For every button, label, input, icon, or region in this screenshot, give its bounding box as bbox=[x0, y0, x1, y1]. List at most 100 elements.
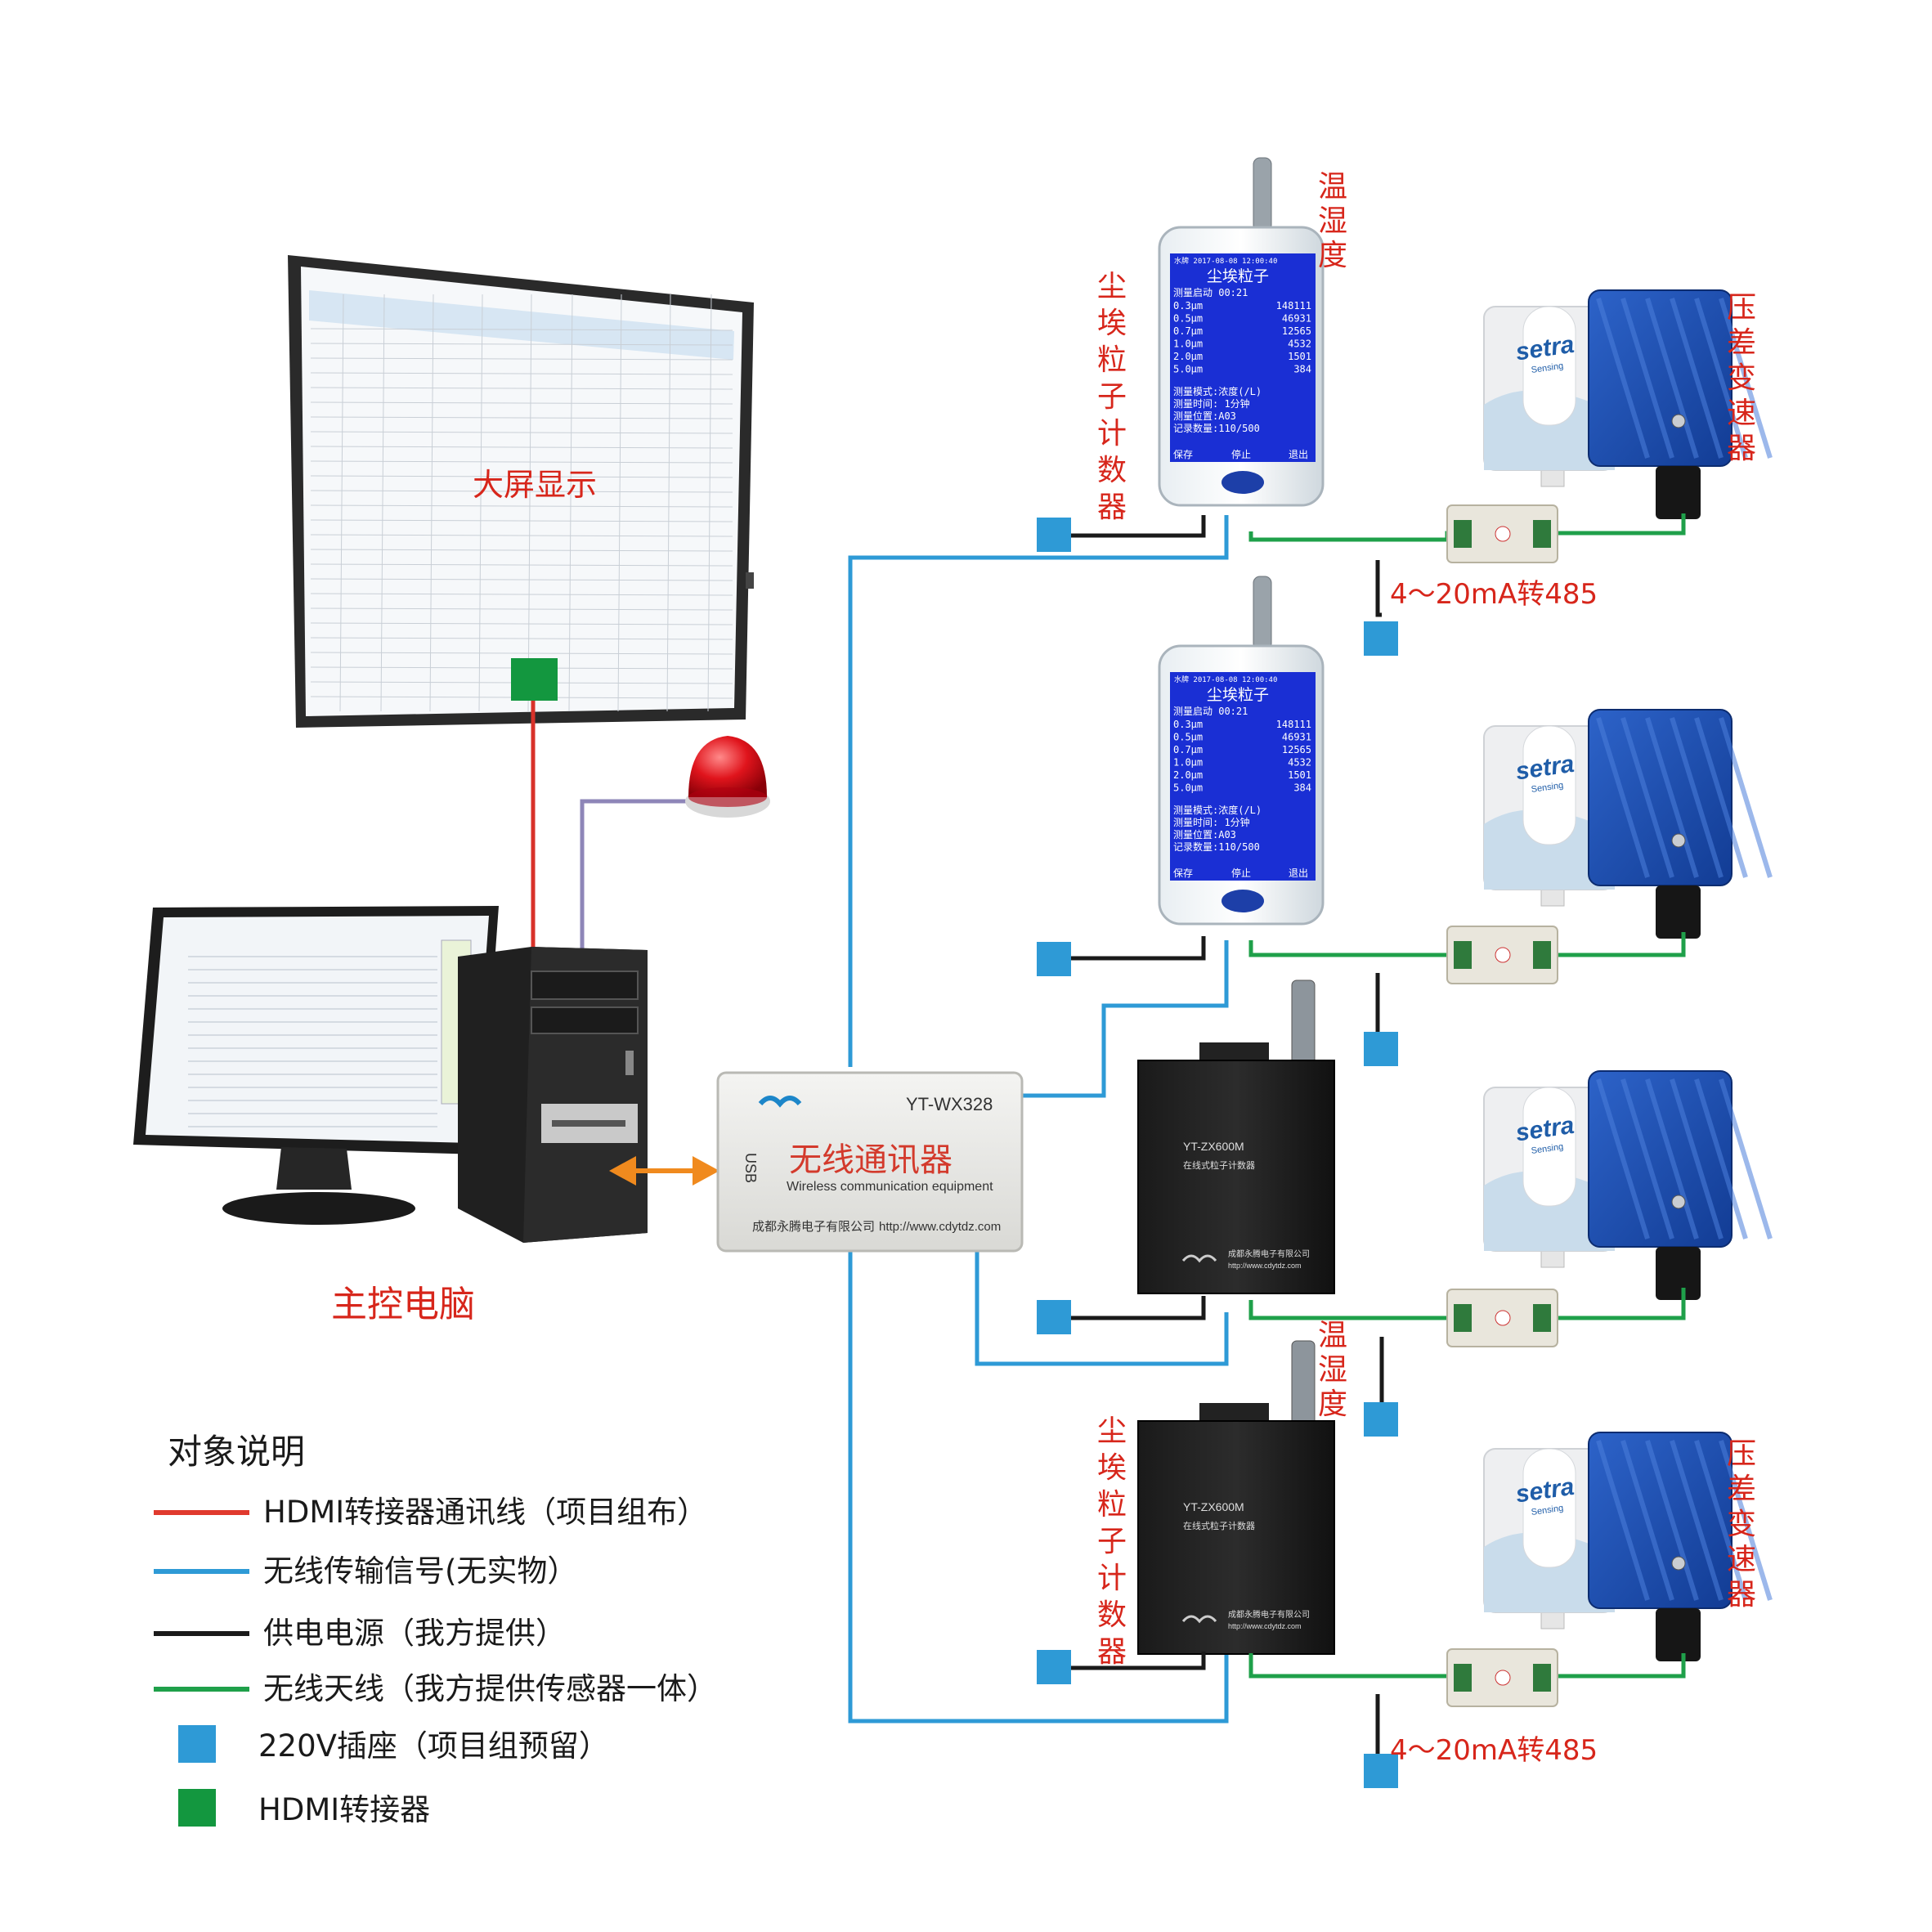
wire bbox=[1071, 936, 1206, 961]
screen-row: 2.0μm bbox=[1173, 351, 1203, 362]
screen-records: 记录数量:110/500 bbox=[1173, 422, 1260, 434]
screen-row-count: 384 bbox=[1293, 782, 1311, 794]
handheld-button bbox=[1222, 890, 1264, 912]
hdmi-adapter bbox=[511, 658, 558, 701]
temp-humidity-label-bottom: 温湿度 bbox=[1318, 1319, 1347, 1421]
screen-row: 1.0μm bbox=[1173, 338, 1203, 350]
box-usb: USB bbox=[742, 1153, 759, 1183]
power-outlet bbox=[1364, 1032, 1398, 1066]
signal-converter bbox=[1446, 1648, 1558, 1707]
pressure-transmitter-label-bottom: 压差变速器 bbox=[1727, 1437, 1756, 1611]
screen-btn-exit: 退出 bbox=[1289, 867, 1308, 879]
online-desc: 在线式粒子计数器 bbox=[1183, 1520, 1255, 1531]
screen-btn-exit: 退出 bbox=[1289, 449, 1308, 460]
screen-time: 测量时间: 1分钟 bbox=[1173, 816, 1250, 828]
screen-row: 0.7μm bbox=[1173, 744, 1203, 755]
legend-text-hdmi-adapter: HDMI转接器 bbox=[258, 1792, 430, 1827]
screen-records: 记录数量:110/500 bbox=[1173, 840, 1260, 853]
power-outlet bbox=[1037, 518, 1071, 552]
screen-header: 水牌 2017-08-08 12:00:40 bbox=[1174, 256, 1277, 266]
main-pc-label: 主控电脑 bbox=[331, 1284, 475, 1325]
legend-text-outlet: 220V插座（项目组预留） bbox=[258, 1728, 609, 1764]
screen-row-count: 148111 bbox=[1276, 719, 1311, 730]
screen-time: 测量时间: 1分钟 bbox=[1173, 397, 1250, 410]
signal-converter bbox=[1446, 926, 1558, 984]
screen-row: 0.5μm bbox=[1173, 313, 1203, 325]
big-screen-display: 大屏显示 bbox=[288, 255, 754, 728]
wireless-communicator: YT-WX328 USB 无线通讯器 Wireless communicatio… bbox=[716, 1071, 1024, 1253]
screen-row-count: 12565 bbox=[1282, 325, 1311, 337]
pressure-transmitter-label: 压差变速器 bbox=[1727, 291, 1756, 465]
screen-location: 测量位置:A03 bbox=[1173, 410, 1236, 422]
screen-header: 水牌 2017-08-08 12:00:40 bbox=[1174, 675, 1277, 684]
legend-text-antenna: 无线天线（我方提供传感器一体） bbox=[263, 1671, 717, 1706]
screen-title: 尘埃粒子 bbox=[1207, 686, 1269, 704]
power-outlet bbox=[1037, 1300, 1071, 1334]
main-pc: 主控电脑 bbox=[133, 906, 648, 1325]
big-screen-label: 大屏显示 bbox=[473, 467, 597, 503]
screen-row-count: 1501 bbox=[1288, 351, 1311, 362]
screen-row: 1.0μm bbox=[1173, 757, 1203, 769]
power-outlet bbox=[1364, 621, 1398, 656]
screen-row-count: 4532 bbox=[1288, 338, 1311, 350]
box-url: http://www.cdytdz.com bbox=[879, 1220, 1001, 1234]
power-outlet bbox=[1037, 942, 1071, 976]
screen-start: 测量启动 00:21 bbox=[1173, 287, 1248, 298]
online-desc: 在线式粒子计数器 bbox=[1183, 1159, 1255, 1171]
screen-mode: 测量模式:浓度(/L) bbox=[1173, 804, 1262, 816]
screen-btn-stop: 停止 bbox=[1231, 867, 1251, 879]
screen-row: 5.0μm bbox=[1173, 364, 1203, 375]
alarm-lamp bbox=[685, 736, 770, 818]
sensor-sub: Sensing bbox=[1531, 781, 1564, 795]
wire bbox=[1071, 1296, 1206, 1320]
legend-text-hdmi: HDMI转接器通讯线（项目组布） bbox=[263, 1495, 707, 1530]
signal-converter bbox=[1446, 504, 1558, 563]
online-url: http://www.cdytdz.com bbox=[1228, 1262, 1302, 1270]
screen-row-count: 46931 bbox=[1282, 313, 1311, 325]
dust-counter-label: 尘埃粒子计数器 bbox=[1097, 270, 1127, 524]
screen-row-count: 384 bbox=[1293, 364, 1311, 375]
online-company: 成都永腾电子有限公司 bbox=[1228, 1609, 1310, 1620]
legend-text-power: 供电电源（我方提供） bbox=[263, 1616, 566, 1651]
screen-title: 尘埃粒子 bbox=[1207, 267, 1269, 285]
screen-location: 测量位置:A03 bbox=[1173, 828, 1236, 840]
wireless-signal-lines bbox=[848, 515, 1229, 1724]
online-model: YT-ZX600M bbox=[1183, 1140, 1244, 1153]
alarm-wire bbox=[580, 799, 695, 953]
power-outlet bbox=[1364, 1754, 1398, 1788]
converter-label-2: 4～20mA转485 bbox=[1390, 1734, 1598, 1767]
online-url: http://www.cdytdz.com bbox=[1228, 1622, 1302, 1630]
screen-row: 2.0μm bbox=[1173, 769, 1203, 781]
power-outlet bbox=[1037, 1650, 1071, 1684]
legend-text-wireless: 无线传输信号(无实物） bbox=[263, 1553, 577, 1589]
online-model: YT-ZX600M bbox=[1183, 1500, 1244, 1513]
legend: HDMI转接器通讯线（项目组布） 无线传输信号(无实物） 供电电源（我方提供） … bbox=[154, 1495, 717, 1827]
box-name-en: Wireless communication equipment bbox=[787, 1180, 993, 1194]
screen-btn-stop: 停止 bbox=[1231, 448, 1251, 460]
power-outlet bbox=[1364, 1402, 1398, 1437]
legend-title: 对象说明 bbox=[168, 1432, 305, 1472]
online-counter-1: YT-ZX600M在线式粒子计数器成都永腾电子有限公司http://www.cd… bbox=[1137, 979, 1335, 1294]
sensor-sub: Sensing bbox=[1531, 1504, 1564, 1517]
wire bbox=[1071, 515, 1206, 538]
signal-converter bbox=[1446, 1289, 1558, 1347]
screen-row: 0.7μm bbox=[1173, 325, 1203, 337]
box-name-cn: 无线通讯器 bbox=[789, 1141, 953, 1179]
usb-link-arrow bbox=[609, 1156, 719, 1186]
box-model: YT-WX328 bbox=[906, 1094, 993, 1114]
box-company: 成都永腾电子有限公司 bbox=[752, 1220, 875, 1234]
screen-btn-save: 保存 bbox=[1173, 867, 1193, 879]
legend-square-hdmi bbox=[178, 1789, 216, 1827]
screen-row-count: 12565 bbox=[1282, 744, 1311, 755]
legend-square-outlet bbox=[178, 1725, 216, 1763]
screen-row-count: 46931 bbox=[1282, 732, 1311, 743]
screen-row-count: 4532 bbox=[1288, 757, 1311, 769]
temp-humidity-label: 温湿度 bbox=[1318, 170, 1347, 272]
dust-counter-label-bottom: 尘埃粒子计数器 bbox=[1097, 1414, 1127, 1669]
